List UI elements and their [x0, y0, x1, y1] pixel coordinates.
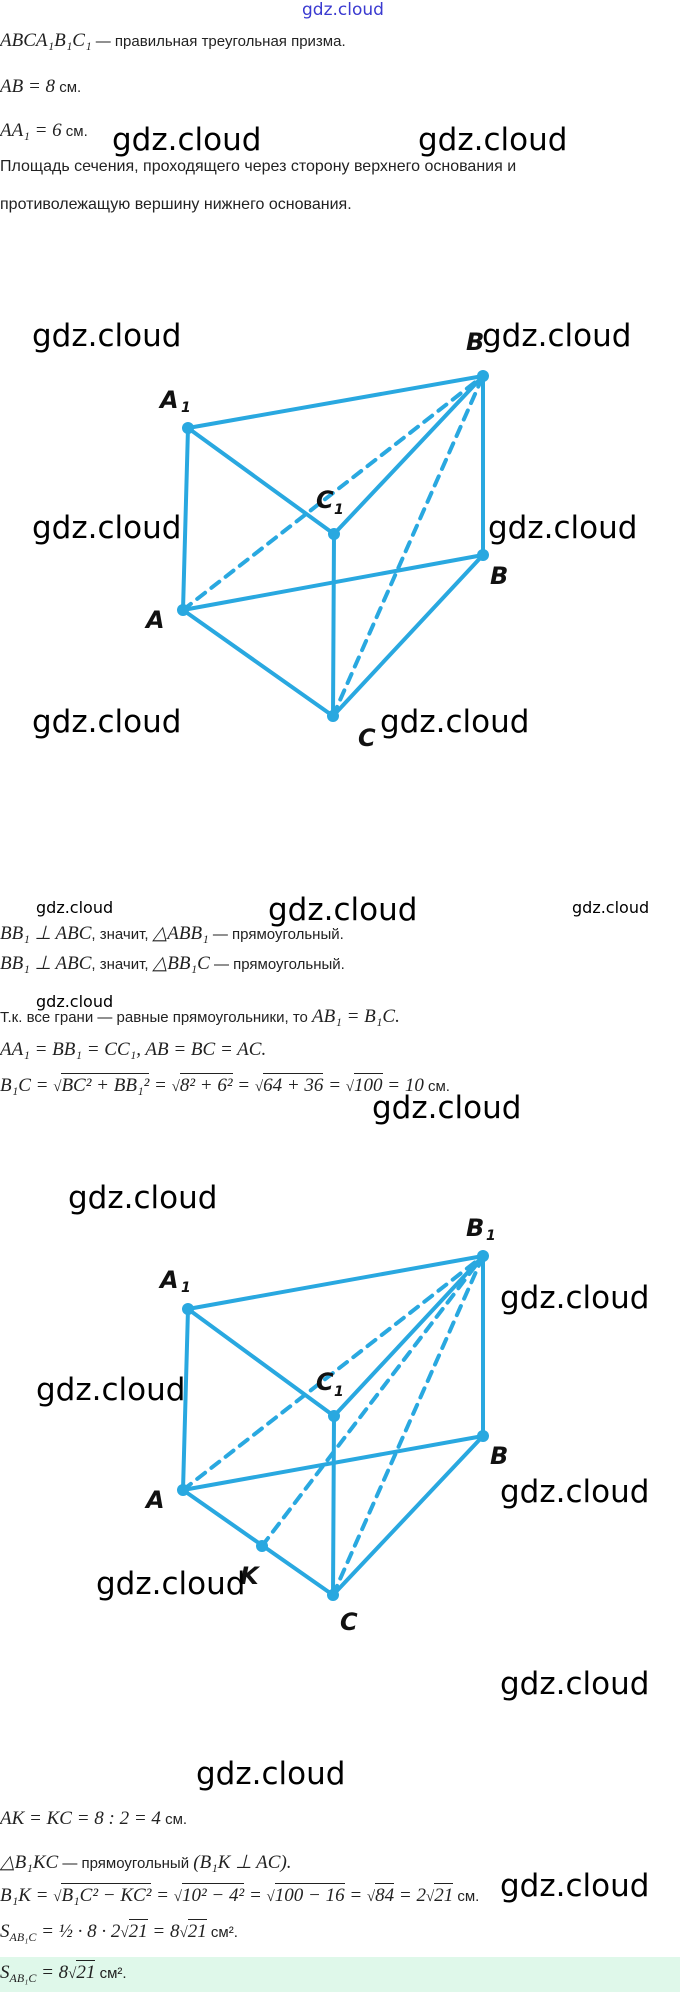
watermark: gdz.cloud [32, 318, 182, 354]
svg-text:1: 1 [486, 1228, 496, 1244]
label-c: C [358, 724, 376, 752]
solution-line-7: △B₁KC — прямоугольный (B₁K ⊥ AC). [0, 1852, 292, 1873]
watermark: gdz.cloud [372, 1090, 522, 1126]
given-line-2: AB = 8 см. [0, 76, 82, 97]
svg-text:1: 1 [181, 1280, 191, 1296]
watermark: gdz.cloud [500, 1868, 650, 1904]
watermark: gdz.cloud [418, 122, 568, 158]
watermark: gdz.cloud [36, 1372, 186, 1408]
answer-box [0, 1957, 680, 1992]
solution-line-1: BB₁ ⊥ ABC, значит, △ABB₁ — прямоугольный… [0, 923, 344, 944]
watermark: gdz.cloud [32, 510, 182, 546]
label-c: C [340, 1608, 358, 1636]
watermark: gdz.cloud [112, 122, 262, 158]
label-a1: A [158, 386, 179, 414]
watermark: gdz.cloud [380, 704, 530, 740]
label-b1: B [466, 328, 484, 356]
given-line-3: AA₁ = 6 см. [0, 120, 88, 141]
label-a1: A [158, 1266, 179, 1294]
question-line-2: противолежащую вершину нижнего основания… [0, 196, 352, 213]
label-k: K [240, 1562, 261, 1590]
label-a: A [144, 606, 165, 634]
watermark: gdz.cloud [268, 892, 418, 928]
solution-line-5: B₁C = √BC² + BB₁² = √8² + 6² = √64 + 36 … [0, 1073, 450, 1096]
label-c1: C [316, 1368, 334, 1396]
watermark: gdz.cloud [500, 1280, 650, 1316]
solution-line-6: AK = KC = 8 : 2 = 4 см. [0, 1808, 188, 1829]
watermark: gdz.cloud [500, 1666, 650, 1702]
svg-text:1: 1 [181, 400, 191, 416]
solution-line-2: BB₁ ⊥ ABC, значит, △BB₁C — прямоугольный… [0, 953, 345, 974]
watermark: gdz.cloud [196, 1756, 346, 1792]
watermark: gdz.cloud [572, 898, 650, 917]
watermark: gdz.cloud [68, 1180, 218, 1216]
watermark: gdz.cloud [302, 0, 384, 20]
watermark: gdz.cloud [36, 898, 114, 917]
label-c1: C [316, 486, 334, 514]
label-b: B [490, 562, 508, 590]
solution-line-8: B₁K = √B₁C² − KC² = √10² − 4² = √100 − 1… [0, 1883, 480, 1906]
label-a: A [144, 1486, 165, 1514]
given-line-1: ABCA₁B₁C₁ — правильная треугольная призм… [0, 30, 346, 51]
svg-text:1: 1 [334, 1384, 344, 1400]
watermark: gdz.cloud [36, 992, 114, 1011]
watermark: gdz.cloud [500, 1474, 650, 1510]
svg-text:1: 1 [334, 502, 344, 518]
solution-line-4: AA₁ = BB₁ = CC₁, AB = BC = AC. [0, 1039, 267, 1060]
answer-line: SAB₁C = 8√21 см². [0, 1960, 127, 1985]
label-b: B [490, 1442, 508, 1470]
solution-line-3: Т.к. все грани — равные прямоугольники, … [0, 1006, 400, 1027]
watermark: gdz.cloud [96, 1566, 246, 1602]
watermark: gdz.cloud [488, 510, 638, 546]
watermark: gdz.cloud [482, 318, 632, 354]
label-b1: B [466, 1214, 484, 1242]
solution-line-9: SAB₁C = ½ · 8 · 2√21 = 8√21 см². [0, 1919, 238, 1944]
question-line-1: Площадь сечения, проходящего через сторо… [0, 158, 517, 175]
watermark: gdz.cloud [32, 704, 182, 740]
